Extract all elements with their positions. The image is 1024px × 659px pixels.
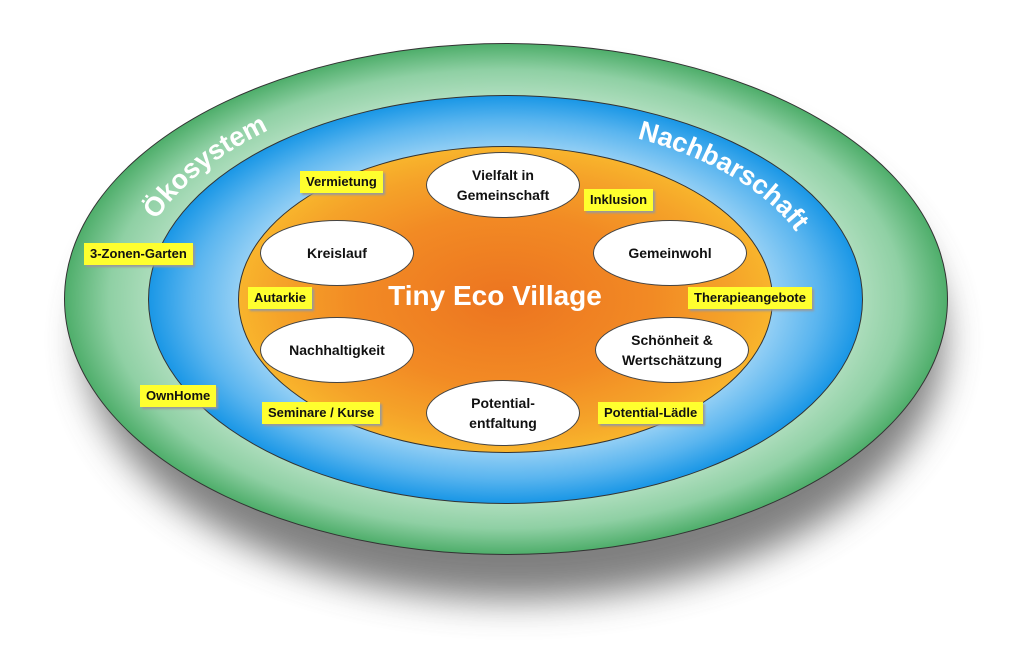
tag-therapieangebote: Therapieangebote xyxy=(688,287,812,309)
tag-3-zonen-garten: 3-Zonen-Garten xyxy=(84,243,193,265)
tag-ownhome: OwnHome xyxy=(140,385,217,407)
node-schoenheit: Schönheit & Wertschätzung xyxy=(595,317,749,383)
tag-autarkie: Autarkie xyxy=(248,287,313,309)
node-kreislauf: Kreislauf xyxy=(260,220,414,286)
ring-label-ecosystem: Ökosystem xyxy=(137,109,271,224)
center-title: Tiny Eco Village xyxy=(388,280,602,311)
node-potentialentfaltung: Potential- entfaltung xyxy=(426,380,580,446)
tag-vermietung: Vermietung xyxy=(300,171,383,193)
node-vielfalt: Vielfalt in Gemeinschaft xyxy=(426,152,580,218)
tag-inklusion: Inklusion xyxy=(584,189,654,211)
tag-seminare-kurse: Seminare / Kurse xyxy=(262,402,381,424)
ring-label-neighborhood: Nachbarschaft xyxy=(635,115,815,235)
node-gemeinwohl: Gemeinwohl xyxy=(593,220,747,286)
node-nachhaltigkeit: Nachhaltigkeit xyxy=(260,317,414,383)
tag-potential-laedle: Potential-Lädle xyxy=(598,402,704,424)
